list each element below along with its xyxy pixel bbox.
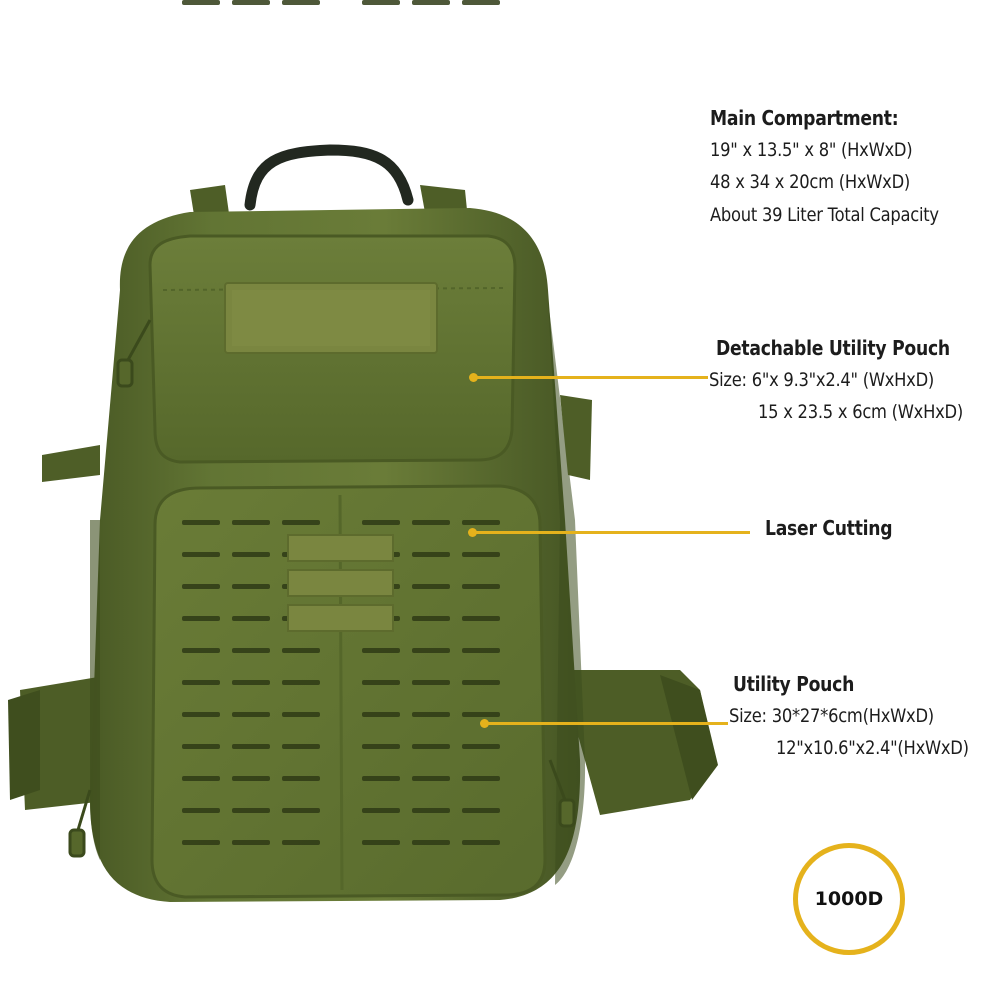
utility-pouch-leader-line xyxy=(485,722,728,725)
fabric-denier-label: 1000D xyxy=(814,888,884,910)
detachable-pouch-size-cm: 15 x 23.5 x 6cm (WxHxD) xyxy=(758,401,963,423)
utility-pouch-size-cm: Size: 30*27*6cm(HxWxD) xyxy=(729,705,934,727)
detachable-pouch-heading: Detachable Utility Pouch xyxy=(716,336,950,360)
main-compartment-size-cm: 48 x 34 x 20cm (HxWxD) xyxy=(710,171,911,193)
utility-pouch-size-inches: 12"x10.6"x2.4"(HxWxD) xyxy=(776,737,969,759)
main-compartment-capacity: About 39 Liter Total Capacity xyxy=(710,204,939,226)
fabric-denier-badge: 1000D xyxy=(793,843,905,955)
main-compartment-heading: Main Compartment: xyxy=(710,106,899,130)
laser-cutting-heading: Laser Cutting xyxy=(765,516,893,540)
utility-pouch-heading: Utility Pouch xyxy=(733,672,855,696)
laser-cutting-marker xyxy=(468,528,477,537)
main-compartment-size-inches: 19" x 13.5" x 8" (HxWxD) xyxy=(710,139,913,161)
detachable-pouch-leader-line xyxy=(474,376,708,379)
utility-pouch-marker xyxy=(480,719,489,728)
detachable-pouch-marker xyxy=(469,373,478,382)
laser-cutting-leader-line xyxy=(473,531,750,534)
detachable-pouch-size-inches: Size: 6"x 9.3"x2.4" (WxHxD) xyxy=(709,369,935,391)
